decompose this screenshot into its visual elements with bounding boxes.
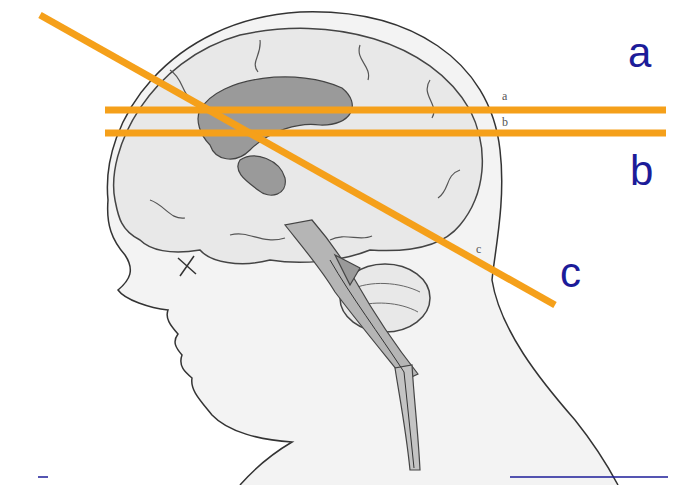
head-outline [107,12,618,485]
spinal-cord [395,365,420,470]
brain-gyri [150,40,460,240]
cut-line-b [105,130,666,137]
brainstem [285,220,418,380]
figure-letter: a [502,90,507,102]
footer-rules [38,476,668,478]
plane-letter: a [628,32,651,74]
plane-letter: b [630,150,653,192]
central-canal [330,260,414,468]
cut-lines [40,15,666,305]
figure-letter: b [502,116,508,128]
footer-rule [38,476,48,478]
footer-rule [510,476,668,478]
fourth-ventricle [335,255,360,285]
cut-line-c [40,15,555,305]
plane-letter: c [560,252,581,294]
third-ventricle [238,156,285,195]
cut-line-a [105,107,666,114]
figure-letter: c [476,243,481,255]
ear-mark [178,256,196,276]
